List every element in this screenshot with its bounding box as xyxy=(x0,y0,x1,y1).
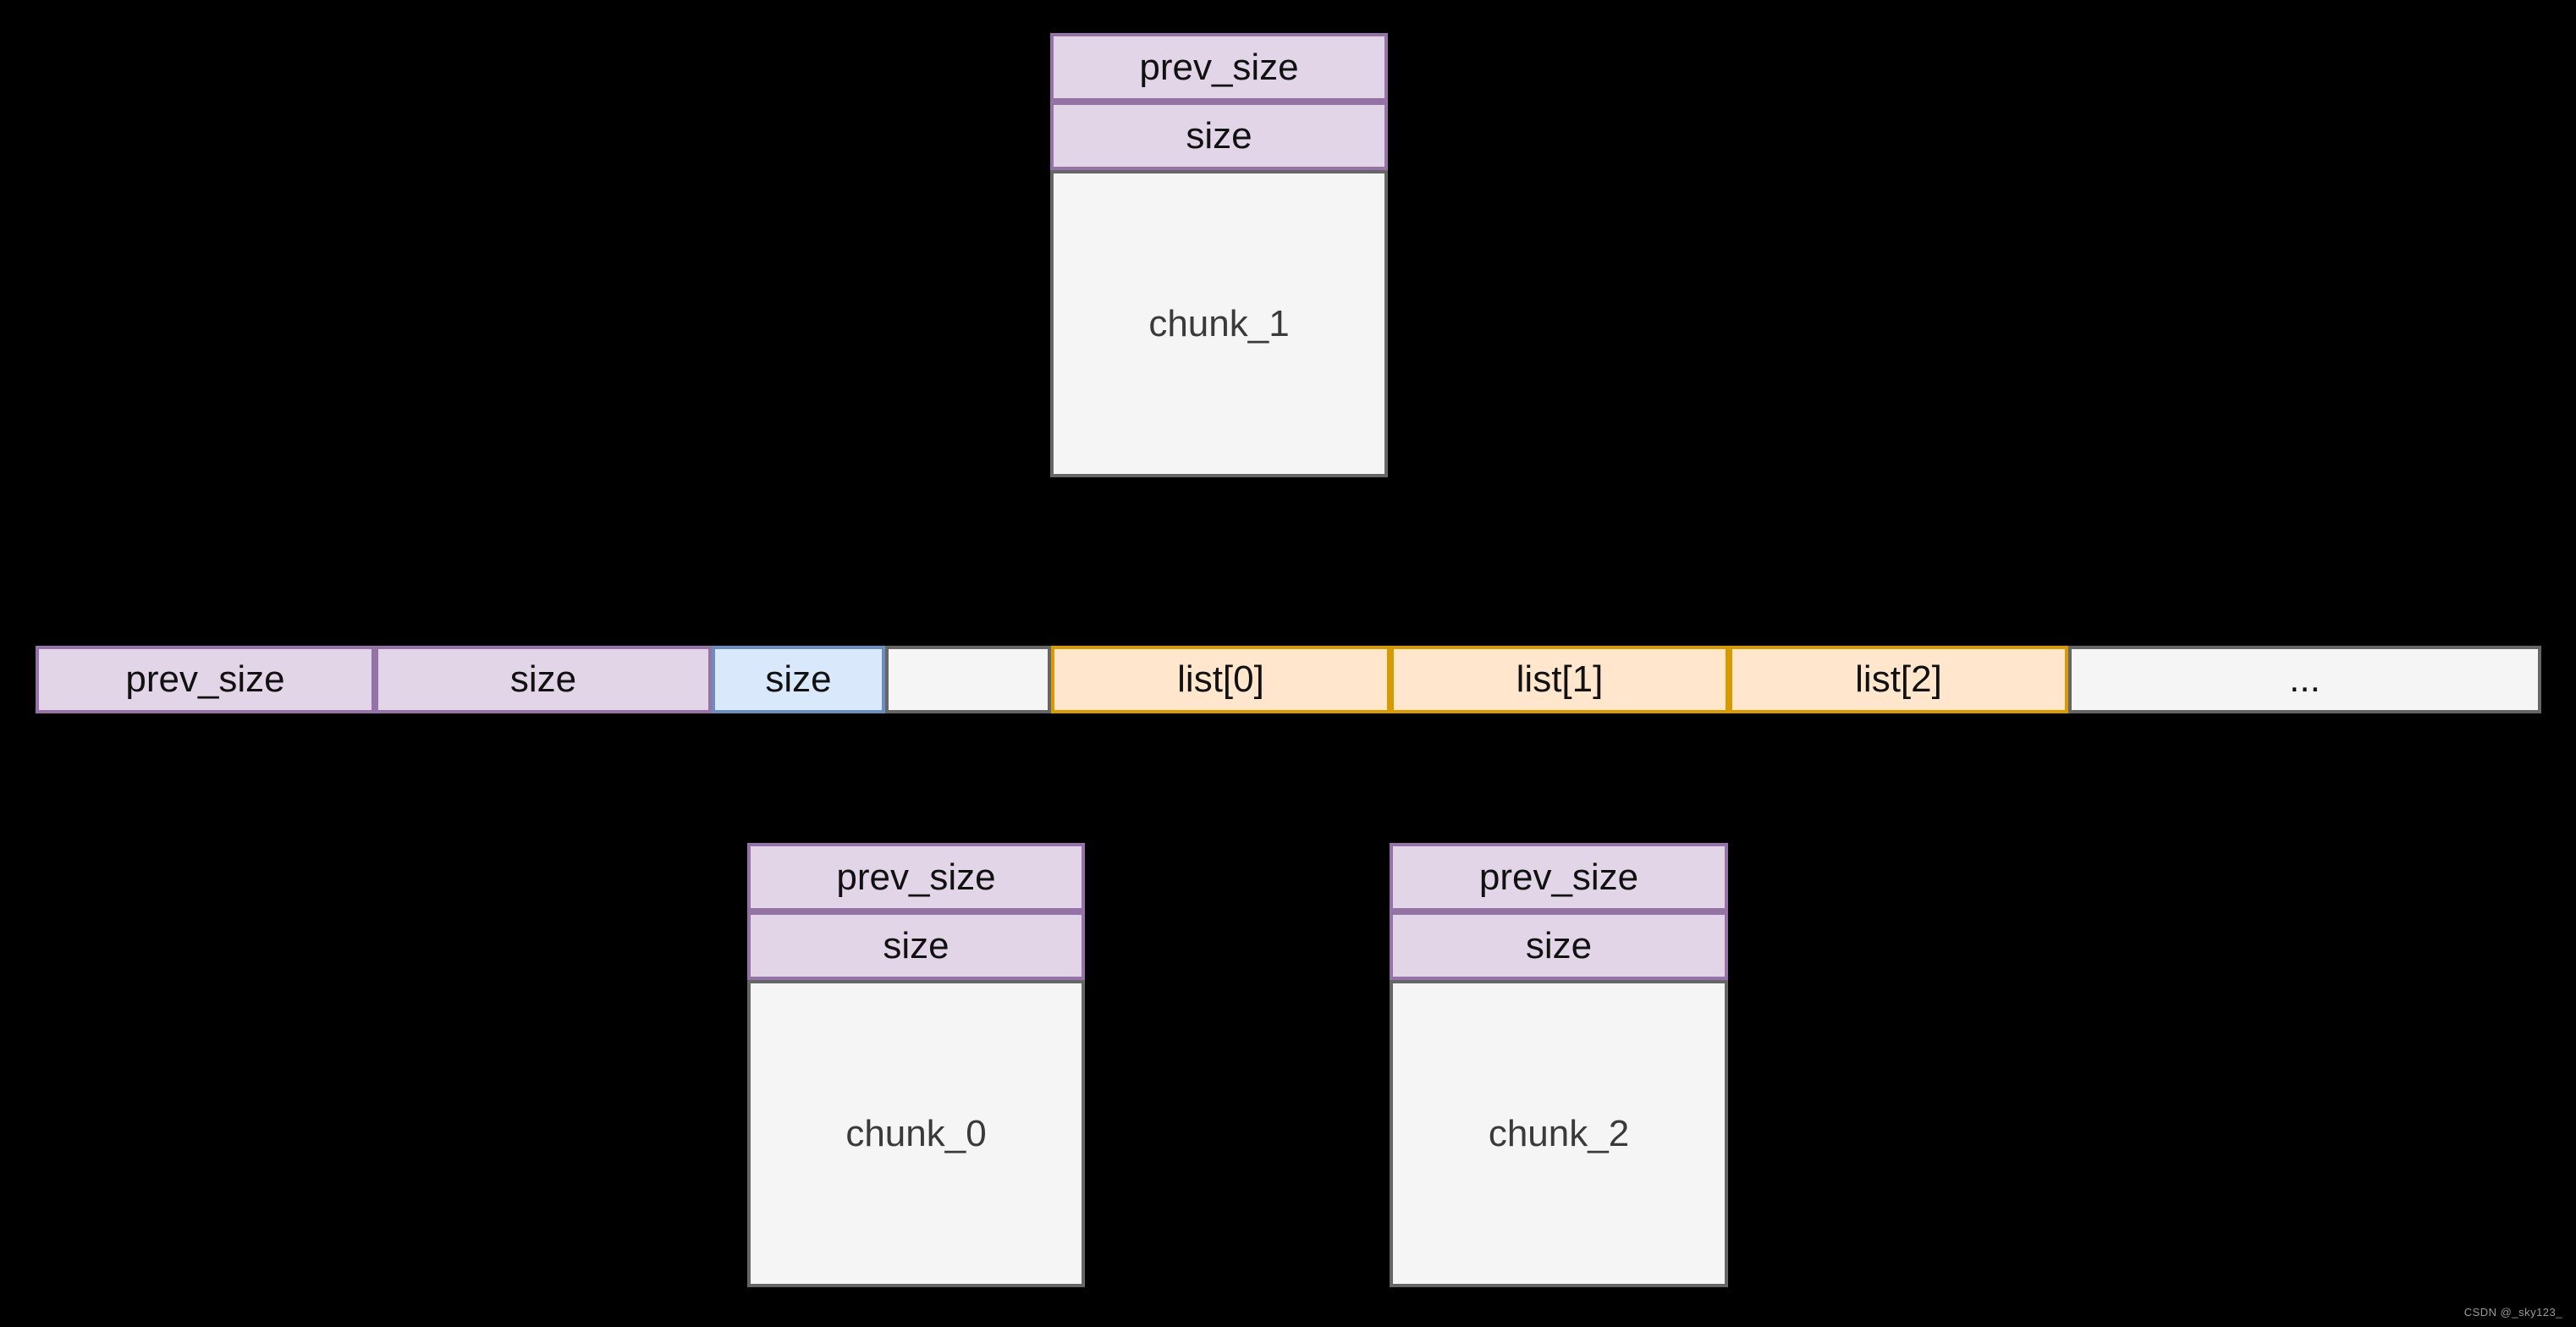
mem-cell-size-blue: size xyxy=(712,646,885,713)
chunk-2-size-field: size xyxy=(1390,911,1728,980)
chunk-2-body-label: chunk_2 xyxy=(1390,980,1728,1287)
mem-cell-prev-size: prev_size xyxy=(36,646,375,713)
mem-cell-size: size xyxy=(375,646,712,713)
mem-cell-list-2: list[2] xyxy=(1729,646,2068,713)
chunk-box-chunk-0: prev_size size chunk_0 xyxy=(747,843,1085,1287)
chunk-1-size-field: size xyxy=(1050,102,1388,170)
chunk-0-size-field: size xyxy=(747,911,1085,980)
chunk-0-body-label: chunk_0 xyxy=(747,980,1085,1287)
chunk-box-chunk-1: prev_size size chunk_1 xyxy=(1050,33,1388,477)
mem-cell-empty xyxy=(885,646,1051,713)
mem-cell-list-1: list[1] xyxy=(1390,646,1729,713)
chunk-2-prev-size-field: prev_size xyxy=(1390,843,1728,911)
chunk-1-body-label: chunk_1 xyxy=(1050,170,1388,477)
chunk-0-prev-size-field: prev_size xyxy=(747,843,1085,911)
chunk-box-chunk-2: prev_size size chunk_2 xyxy=(1390,843,1728,1287)
chunk-1-prev-size-field: prev_size xyxy=(1050,33,1388,102)
watermark-text: CSDN @_sky123_ xyxy=(2463,1306,2562,1319)
mem-cell-list-0: list[0] xyxy=(1051,646,1390,713)
mem-cell-ellipsis: ... xyxy=(2068,646,2541,713)
